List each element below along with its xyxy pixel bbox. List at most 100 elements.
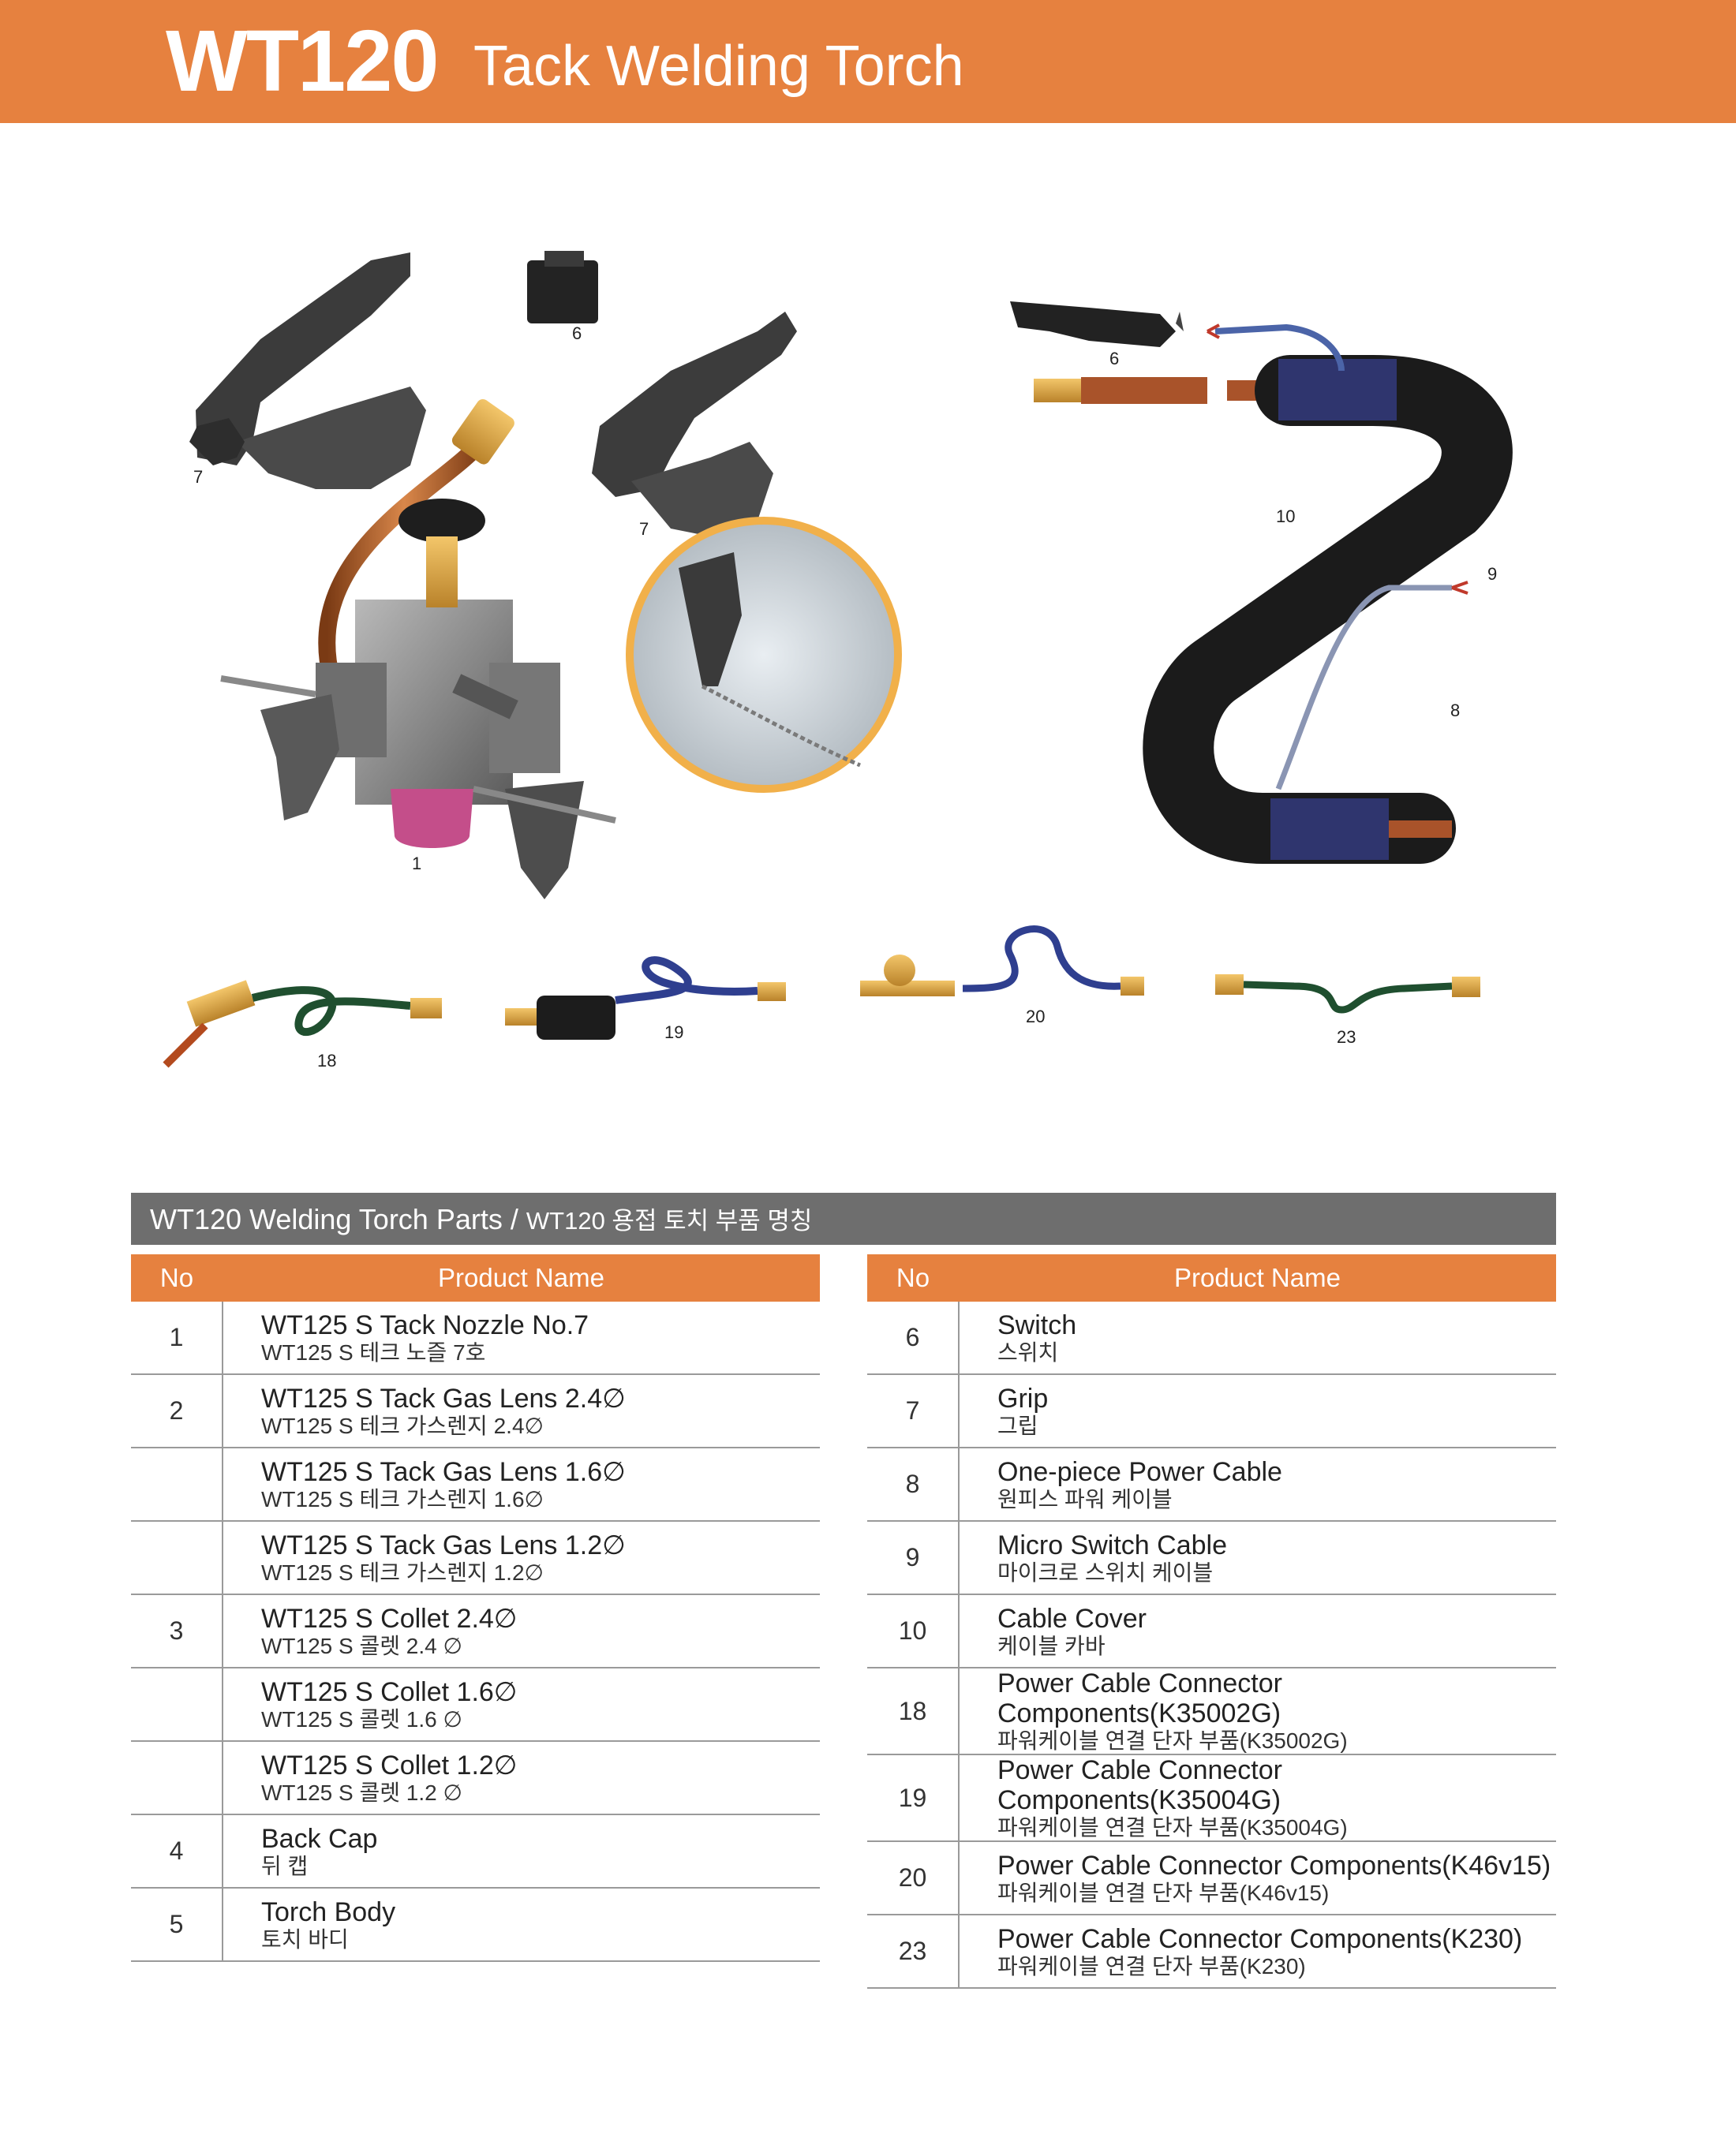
part-number: 9 [867, 1521, 960, 1595]
part-number: 10 [867, 1594, 960, 1668]
part-number: 20 [867, 1841, 960, 1915]
product-name-ko: WT125 S 콜렛 1.6 ∅ [261, 1706, 462, 1732]
product-name-cell: WT125 S Collet 1.6∅ WT125 S 콜렛 1.6 ∅ [223, 1668, 820, 1742]
part-number: 18 [867, 1668, 960, 1755]
part-number: 23 [867, 1915, 960, 1989]
product-name-cell: Cable Cover 케이블 카바 [959, 1594, 1556, 1668]
part-number [131, 1448, 223, 1522]
product-name-en: Power Cable Connector Components(K35002G… [997, 1668, 1282, 1728]
section-title-ko: WT120 용접 토치 부품 명칭 [526, 1207, 813, 1235]
product-name-ko: 마이크로 스위치 케이블 [997, 1560, 1214, 1585]
callout-7-middle: 7 [639, 519, 649, 539]
product-name-en: Torch Body [261, 1896, 396, 1927]
power-cable-fitting [1034, 377, 1290, 404]
page-header: WT120 Tack Welding Torch [0, 0, 1736, 123]
product-name-ko: WT125 S 테크 가스렌지 2.4∅ [261, 1413, 544, 1438]
product-name-cell: WT125 S Tack Gas Lens 2.4∅ WT125 S 테크 가스… [223, 1374, 820, 1448]
product-name-cell: Power Cable Connector Components(K35004G… [959, 1754, 1556, 1842]
callout-20: 20 [1026, 1007, 1045, 1026]
part-number: 7 [867, 1374, 960, 1448]
product-name-cell: WT125 S Collet 1.2∅ WT125 S 콜렛 1.2 ∅ [223, 1741, 820, 1815]
table-row: 4 Back Cap 뒤 캡 [131, 1814, 820, 1889]
product-name-en: Power Cable Connector Components(K35004G… [997, 1755, 1282, 1815]
part-number [131, 1521, 223, 1595]
product-name-cell: WT125 S Collet 2.4∅ WT125 S 콜렛 2.4 ∅ [223, 1594, 820, 1668]
callout-23: 23 [1337, 1027, 1356, 1047]
connector-19-part [505, 956, 786, 1040]
connector-18-part [163, 980, 442, 1068]
product-name-ko: 파워케이블 연결 단자 부품(K35004G) [997, 1815, 1348, 1840]
product-name-cell: WT125 S Tack Nozzle No.7 WT125 S 테크 노즐 7… [223, 1302, 820, 1375]
section-title-en: WT120 Welding Torch Parts [150, 1203, 503, 1235]
product-name-ko: 그립 [997, 1413, 1038, 1438]
parts-table-right: No Product Name 6 Switch 스위치 7 Grip 그립 8… [867, 1254, 1556, 1989]
product-name-cell: Power Cable Connector Components(K46v15)… [959, 1841, 1556, 1915]
switch-right-part [1010, 301, 1184, 347]
product-name-cell: Micro Switch Cable 마이크로 스위치 케이블 [959, 1521, 1556, 1595]
product-name-cell: Torch Body 토치 바디 [223, 1888, 820, 1962]
connector-20-part [860, 925, 1144, 996]
column-header-product-name: Product Name [959, 1254, 1556, 1302]
table-row: 20 Power Cable Connector Components(K46v… [867, 1841, 1556, 1915]
product-name-en: WT125 S Collet 1.2∅ [261, 1750, 518, 1780]
product-name-ko: WT125 S 콜렛 2.4 ∅ [261, 1633, 462, 1658]
table-row: 8 One-piece Power Cable 원피스 파워 케이블 [867, 1448, 1556, 1522]
table-row: 23 Power Cable Connector Components(K230… [867, 1915, 1556, 1989]
table-row: WT125 S Collet 1.6∅ WT125 S 콜렛 1.6 ∅ [131, 1668, 820, 1742]
callout-9: 9 [1487, 564, 1497, 584]
product-name-cell: WT125 S Tack Gas Lens 1.6∅ WT125 S 테크 가스… [223, 1448, 820, 1522]
connector-23-part [1215, 974, 1480, 1014]
grip-middle-part [592, 312, 797, 536]
grip-left-part [189, 252, 426, 489]
product-name-en: Switch [997, 1310, 1077, 1340]
table-row: 19 Power Cable Connector Components(K350… [867, 1754, 1556, 1842]
table-row: 10 Cable Cover 케이블 카바 [867, 1594, 1556, 1668]
table-row: 6 Switch 스위치 [867, 1302, 1556, 1375]
callout-7-left: 7 [193, 467, 203, 487]
part-number: 5 [131, 1888, 223, 1962]
parts-section-title: WT120 Welding Torch Parts / WT120 용접 토치 … [131, 1193, 1556, 1245]
part-number: 6 [867, 1302, 960, 1375]
callout-18: 18 [317, 1051, 336, 1071]
product-name-en: WT125 S Tack Gas Lens 1.6∅ [261, 1456, 626, 1487]
part-number: 8 [867, 1448, 960, 1522]
product-name-ko: 토치 바디 [261, 1926, 349, 1952]
model-number: WT120 [166, 13, 440, 110]
product-name-en: WT125 S Tack Gas Lens 2.4∅ [261, 1383, 626, 1414]
table-row: 9 Micro Switch Cable 마이크로 스위치 케이블 [867, 1521, 1556, 1595]
product-name-cell: Grip 그립 [959, 1374, 1556, 1448]
product-name-cell: Switch 스위치 [959, 1302, 1556, 1375]
parts-table-left: No Product Name 1 WT125 S Tack Nozzle No… [131, 1254, 820, 1962]
callout-1: 1 [412, 854, 421, 873]
callout-6-switch: 6 [1109, 349, 1119, 368]
torch-body-part [220, 499, 616, 899]
part-number: 1 [131, 1302, 223, 1375]
column-header-no: No [867, 1254, 959, 1302]
product-name-cell: WT125 S Tack Gas Lens 1.2∅ WT125 S 테크 가스… [223, 1521, 820, 1595]
product-name-ko: 뒤 캡 [261, 1853, 309, 1878]
product-name-en: WT125 S Tack Gas Lens 1.2∅ [261, 1530, 626, 1560]
product-name-ko: WT125 S 테크 노즐 7호 [261, 1340, 486, 1365]
table-header-row: No Product Name [867, 1254, 1556, 1302]
table-row: 18 Power Cable Connector Components(K350… [867, 1668, 1556, 1755]
product-name-ko: 파워케이블 연결 단자 부품(K35002G) [997, 1728, 1348, 1753]
product-name-en: One-piece Power Cable [997, 1456, 1282, 1487]
table-row: WT125 S Collet 1.2∅ WT125 S 콜렛 1.2 ∅ [131, 1741, 820, 1815]
product-name-ko: 스위치 [997, 1340, 1059, 1365]
product-name-ko: 파워케이블 연결 단자 부품(K230) [997, 1953, 1306, 1979]
product-name-cell: Back Cap 뒤 캡 [223, 1814, 820, 1889]
parts-diagram: 1 6 6 7 7 8 9 10 18 19 20 23 [163, 251, 1513, 1071]
product-name-ko: WT125 S 콜렛 1.2 ∅ [261, 1780, 462, 1805]
part-number: 3 [131, 1594, 223, 1668]
table-row: WT125 S Tack Gas Lens 1.6∅ WT125 S 테크 가스… [131, 1448, 820, 1522]
product-name-ko: 케이블 카바 [997, 1633, 1106, 1658]
table-header-row: No Product Name [131, 1254, 820, 1302]
product-name-cell: Power Cable Connector Components(K230) 파… [959, 1915, 1556, 1989]
micro-switch-cable-part [1275, 585, 1452, 790]
product-name-en: WT125 S Collet 1.6∅ [261, 1676, 518, 1707]
table-row: 2 WT125 S Tack Gas Lens 2.4∅ WT125 S 테크 … [131, 1374, 820, 1448]
column-header-no: No [131, 1254, 223, 1302]
table-row: WT125 S Tack Gas Lens 1.2∅ WT125 S 테크 가스… [131, 1521, 820, 1595]
product-name-ko: WT125 S 테크 가스렌지 1.2∅ [261, 1560, 544, 1585]
callout-19: 19 [664, 1022, 683, 1042]
